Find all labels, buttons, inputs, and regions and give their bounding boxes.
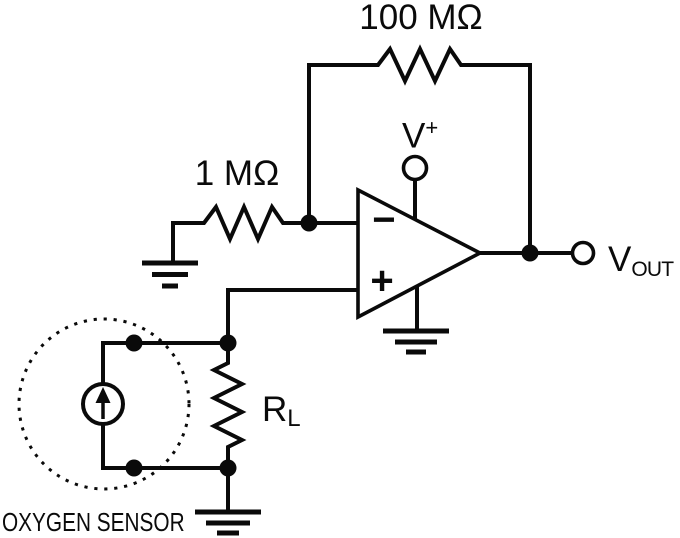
load-resistor-label: RL [262,392,301,436]
input-resistor-wire [171,202,358,262]
opamp-inverting-input-symbol: − [372,198,396,242]
oxygen-sensor-caption: OXYGEN SENSOR [2,507,185,537]
opamp-ground-symbol [383,328,449,355]
noninverting-input-wire [226,288,358,343]
sensor-boundary-dotted-circle [17,317,191,491]
output-label-main: V [608,240,632,279]
load-junction-dot-top [219,334,237,352]
feedback-resistor-wire [307,44,532,253]
feedback-resistor-label: 100 MΩ [359,0,483,37]
input-resistor-label: 1 MΩ [194,154,280,193]
load-ground-symbol [195,509,261,536]
sensor-terminal-dot-top [125,334,143,352]
supply-label: V+ [402,110,438,154]
load-resistor-label-subscript: L [287,405,301,432]
sensor-bottom-wire [101,425,228,470]
load-junction-dot-bottom [219,459,237,477]
supply-terminal-circle [401,154,429,182]
current-source-icon [81,382,125,426]
supply-label-main: V [402,116,426,156]
output-terminal-circle [570,240,596,266]
output-label-subscript: OUT [631,258,674,281]
inverting-junction-dot [300,214,318,232]
load-resistor-wire [209,343,247,512]
output-junction-dot [521,244,539,262]
load-resistor-label-main: R [262,390,288,429]
opamp-triangle [356,187,484,320]
input-ground-symbol [142,260,198,289]
output-label: VOUT [608,240,674,287]
sensor-top-wire [101,341,228,383]
supply-label-superscript: + [425,115,439,140]
sensor-terminal-dot-bottom [125,459,143,477]
opamp-noninverting-input-symbol: + [370,259,394,303]
